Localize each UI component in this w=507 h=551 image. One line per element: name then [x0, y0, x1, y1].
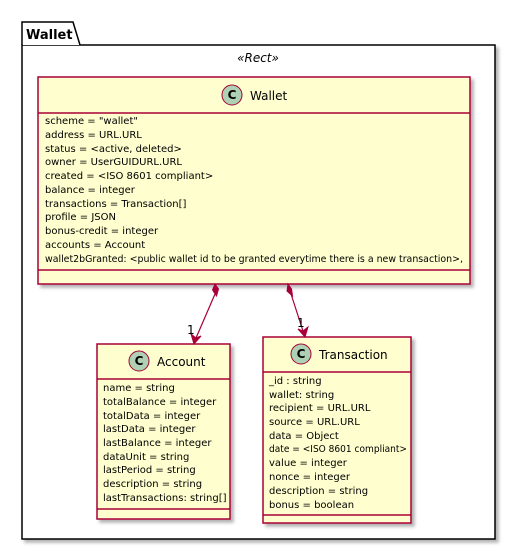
attribute: data = Object	[269, 431, 339, 442]
class-badge-letter: C	[228, 88, 237, 102]
arrowhead-icon	[297, 325, 309, 339]
attribute: recipient = URL.URL	[269, 403, 371, 414]
attribute: source = URL.URL	[269, 417, 360, 428]
attribute: description = string	[269, 486, 368, 497]
class-wallet[interactable]: C Wallet scheme = "wallet" address = URL…	[37, 76, 471, 285]
package-stereotype: «Rect»	[237, 51, 279, 65]
attribute: profile = JSON	[45, 212, 116, 223]
class-badge-icon	[128, 350, 150, 372]
class-badge-letter: C	[297, 347, 306, 361]
attribute-list: name = string totalBalance = integer tot…	[103, 383, 227, 504]
attribute: date = <ISO 8601 compliant>	[269, 444, 407, 455]
package-tab	[21, 21, 81, 46]
class-name: Wallet	[250, 89, 288, 103]
attribute: bonus = boolean	[269, 500, 354, 511]
attribute: lastBalance = integer	[103, 438, 212, 449]
composition-diamond-icon	[286, 282, 294, 298]
attribute: balance = integer	[45, 185, 136, 196]
relation-wallet-transaction: 1	[286, 282, 309, 339]
class-box	[37, 76, 471, 285]
package-title: Wallet	[26, 28, 73, 43]
attribute: transactions = Transaction[]	[45, 199, 187, 210]
attribute: value = integer	[269, 458, 348, 469]
attribute: wallet: string	[269, 390, 334, 401]
class-badge-icon	[290, 343, 312, 365]
attribute: status = <active, deleted>	[45, 144, 182, 155]
class-name: Transaction	[318, 348, 388, 362]
multiplicity-label: 1	[297, 316, 305, 330]
attribute: description = string	[103, 479, 202, 490]
attribute: address = URL.URL	[45, 130, 142, 141]
relation-wallet-account: 1	[187, 282, 220, 346]
attribute-list: _id : string wallet: string recipient = …	[268, 376, 407, 511]
class-badge-letter: C	[135, 354, 144, 368]
attribute: name = string	[103, 383, 175, 394]
attribute: lastData = integer	[103, 424, 196, 435]
attribute: totalData = integer	[103, 411, 201, 422]
attribute: _id : string	[268, 376, 322, 387]
attribute-list: scheme = "wallet" address = URL.URL stat…	[45, 116, 463, 265]
class-box	[96, 343, 231, 520]
attribute: scheme = "wallet"	[45, 116, 138, 127]
relation-line	[195, 293, 216, 339]
arrowhead-icon	[190, 332, 202, 346]
class-transaction[interactable]: C Transaction _id : string wallet: strin…	[262, 336, 412, 524]
composition-diamond-icon	[211, 282, 220, 298]
attribute: wallet2bGranted: <public wallet id to be…	[45, 254, 463, 265]
relation-line	[290, 293, 304, 332]
class-badge-icon	[221, 84, 243, 106]
class-account[interactable]: C Account name = string totalBalance = i…	[96, 343, 231, 520]
multiplicity-label: 1	[187, 323, 195, 337]
class-name: Account	[157, 355, 206, 369]
class-box	[262, 336, 412, 524]
attribute: owner = UserGUIDURL.URL	[45, 157, 182, 168]
attribute: bonus-credit = integer	[45, 226, 159, 237]
attribute: dataUnit = string	[103, 452, 189, 463]
attribute: created = <ISO 8601 compliant>	[45, 171, 213, 182]
attribute: nonce = integer	[269, 472, 351, 483]
attribute: lastPeriod = string	[103, 465, 196, 476]
attribute: lastTransactions: string[]	[103, 493, 227, 504]
attribute: accounts = Account	[45, 240, 145, 251]
attribute: totalBalance = integer	[103, 397, 217, 408]
